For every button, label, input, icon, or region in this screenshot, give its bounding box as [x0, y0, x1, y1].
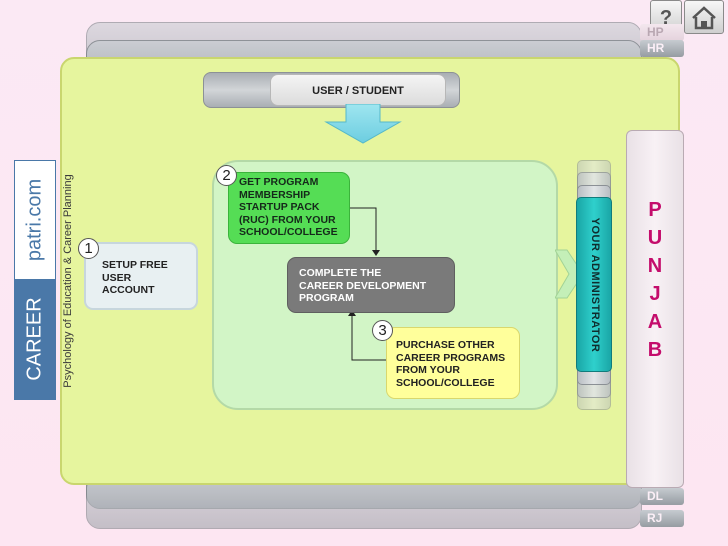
step-1-badge: 1: [78, 238, 99, 259]
user-student-label: USER / STUDENT: [270, 74, 446, 106]
state-letter-5: A: [647, 311, 663, 333]
state-letter-1: P: [648, 199, 662, 221]
administrator-label: YOUR ADMINISTRATOR: [589, 217, 601, 353]
complete-program-text: COMPLETE THE CAREER DEVELOPMENT PROGRAM: [299, 267, 427, 304]
step-3-badge: 3: [372, 320, 393, 341]
state-letter-2: U: [647, 227, 663, 249]
home-button[interactable]: [684, 0, 724, 34]
flow-connectors: [348, 207, 386, 361]
state-tab-hp[interactable]: HP: [640, 24, 684, 41]
down-arrow-icon: [324, 104, 402, 144]
logo-bottom: [15, 279, 55, 399]
purchase-programs-box: PURCHASE OTHER CAREER PROGRAMS FROM YOUR…: [386, 327, 520, 399]
state-tab-rj[interactable]: RJ: [640, 510, 684, 527]
administrator-box: YOUR ADMINISTRATOR: [576, 197, 612, 372]
logo-tagline: Psychology of Education & Career Plannin…: [60, 165, 76, 397]
logo-brand-right: patri.com: [23, 178, 46, 262]
state-letter-6: B: [647, 339, 663, 361]
logo: patri.com CAREER: [14, 160, 56, 400]
state-column: P U N J A B: [626, 130, 684, 488]
right-arrow-icon: [555, 249, 584, 299]
state-letter-3: N: [647, 255, 663, 277]
step-2-badge: 2: [216, 165, 237, 186]
state-letter-4: J: [649, 283, 661, 305]
logo-brand-left: CAREER: [23, 297, 46, 381]
purchase-programs-text: PURCHASE OTHER CAREER PROGRAMS FROM YOUR…: [396, 339, 506, 389]
logo-top: [15, 161, 55, 279]
setup-account-box: SETUP FREE USER ACCOUNT: [84, 242, 198, 310]
question-mark-icon: ?: [660, 7, 672, 29]
state-tab-dl[interactable]: DL: [640, 488, 684, 505]
state-tab-hr[interactable]: HR: [640, 40, 684, 57]
complete-program-box: COMPLETE THE CAREER DEVELOPMENT PROGRAM: [287, 257, 455, 313]
membership-startup-box: GET PROGRAM MEMBERSHIP STARTUP PACK (RUC…: [228, 172, 350, 244]
svg-text:?: ?: [660, 7, 672, 29]
setup-account-text: SETUP FREE USER ACCOUNT: [102, 259, 168, 296]
membership-startup-text: GET PROGRAM MEMBERSHIP STARTUP PACK (RUC…: [239, 176, 338, 238]
tagline-text: Psychology of Education & Career Plannin…: [62, 174, 74, 388]
house-icon: [692, 6, 716, 30]
